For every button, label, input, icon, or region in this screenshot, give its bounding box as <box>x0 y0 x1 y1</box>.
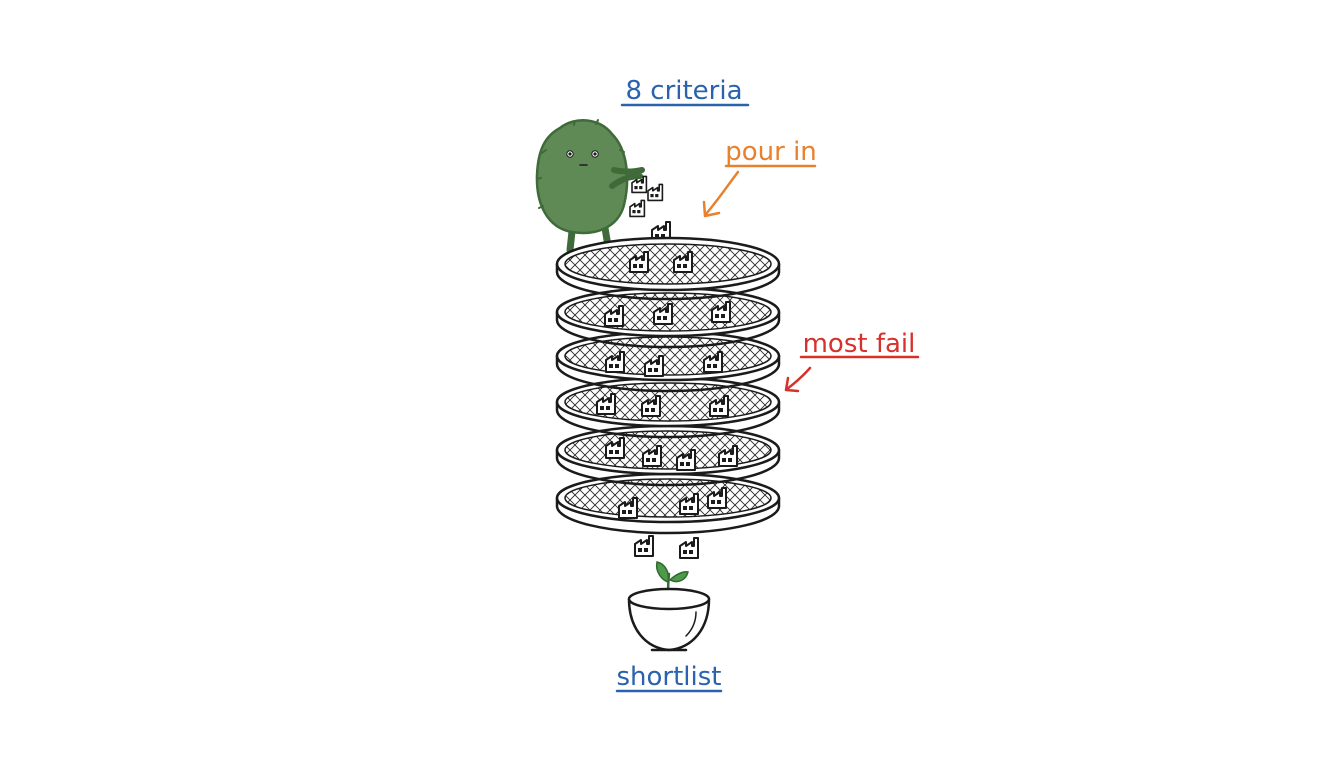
most-fail-label: most fail <box>803 329 916 359</box>
sieve-stack <box>555 236 781 535</box>
sieve-icon <box>555 472 781 535</box>
shortlist-label: shortlist <box>616 662 721 692</box>
title-label: 8 criteria <box>625 76 742 106</box>
green-creature-icon <box>535 119 645 254</box>
sieve-icon <box>555 236 781 301</box>
passed-factory-icons <box>634 535 699 559</box>
fail-arrow-icon <box>784 366 812 393</box>
bowl-icon <box>627 587 711 652</box>
pour-in-label: pour in <box>725 137 817 167</box>
pour-arrow-icon <box>702 170 740 218</box>
held-factory-icons <box>629 175 664 218</box>
